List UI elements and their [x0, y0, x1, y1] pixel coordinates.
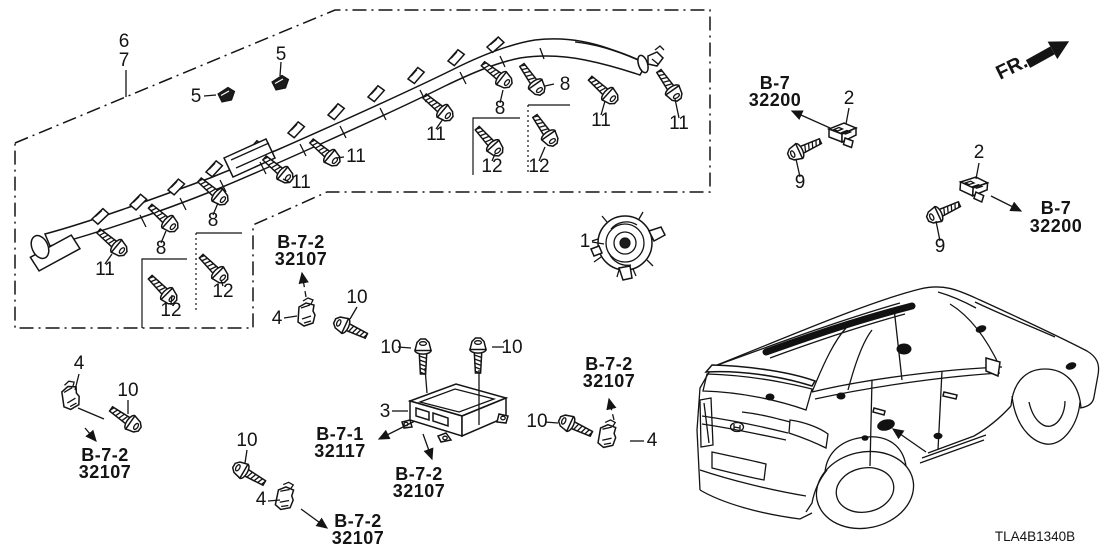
ref-b72-32107: 32107 — [393, 481, 446, 501]
bolt-10 — [105, 401, 146, 437]
callout-10: 10 — [117, 380, 138, 401]
callout-8: 8 — [208, 210, 219, 231]
callout-10: 10 — [346, 287, 367, 308]
callout-6: 6 — [119, 31, 130, 52]
reference-labels: B-7 32200 B-7 32200 B-7-2 32107 B-7-2 32… — [79, 73, 1083, 548]
ref-b72-32107: B-7-2 — [585, 354, 633, 374]
fr-label: FR. — [993, 51, 1032, 85]
callout-12: 12 — [212, 281, 233, 302]
ref-b72-32107: 32107 — [583, 371, 636, 391]
ref-b72-32107: 32107 — [275, 249, 328, 269]
detail-boxes — [141, 104, 570, 328]
callout-1: 1 — [580, 231, 591, 252]
callout-4: 4 — [74, 353, 85, 374]
ref-b72-32107: B-7-2 — [81, 445, 129, 465]
bolt-12 — [527, 110, 563, 151]
ref-b7-32200: 32200 — [749, 90, 802, 110]
callout-10: 10 — [526, 411, 547, 432]
ref-b72-32107: 32107 — [332, 528, 385, 548]
clip-5-b — [271, 74, 290, 91]
side-sensor-4 — [58, 379, 83, 412]
ref-b72-32107: B-7-2 — [277, 232, 325, 252]
callout-9: 9 — [795, 172, 806, 193]
callout-11: 11 — [426, 124, 446, 145]
callout-labels: 6 7 5 5 8 8 8 8 11 11 11 11 11 11 12 12 … — [74, 31, 985, 510]
ref-b71-32117: B-7-1 — [316, 424, 364, 444]
callout-5: 5 — [191, 86, 202, 107]
callout-11: 11 — [591, 110, 611, 131]
callout-7: 7 — [119, 50, 130, 71]
phantom-outline — [14, 9, 711, 329]
ref-b72-32107: B-7-2 — [334, 511, 382, 531]
callout-12: 12 — [160, 300, 181, 321]
impact-sensor-2 — [828, 122, 857, 149]
side-sensor-4 — [596, 418, 619, 450]
side-sensor-4 — [274, 480, 297, 512]
diagram-code: TLA4B1340B — [995, 529, 1075, 544]
callout-4: 4 — [647, 430, 658, 451]
bolt-11 — [651, 65, 687, 106]
callout-2: 2 — [974, 142, 985, 163]
side-sensor-4 — [297, 297, 316, 327]
clip-5-a — [217, 86, 236, 103]
reference-arrows — [77, 110, 1023, 529]
bolt-11 — [418, 88, 458, 126]
callout-8: 8 — [495, 98, 506, 119]
bolt-9 — [923, 195, 964, 227]
bolt-11 — [583, 71, 623, 109]
callout-8: 8 — [560, 74, 571, 95]
callout-10: 10 — [380, 337, 401, 358]
callout-9: 9 — [935, 236, 946, 257]
callout-11: 11 — [95, 259, 115, 280]
bolt-10 — [414, 338, 432, 376]
bolt-10 — [229, 457, 270, 491]
callout-2: 2 — [844, 88, 855, 109]
bolt-9 — [784, 132, 825, 164]
bolt-10 — [555, 411, 596, 443]
srs-unit — [401, 383, 509, 443]
ref-b7-32200: B-7 — [760, 73, 791, 93]
bolt-12 — [470, 121, 508, 161]
ref-b7-32200: 32200 — [1030, 216, 1083, 236]
callout-5: 5 — [276, 44, 287, 65]
sensor-location-dots — [765, 325, 1077, 441]
bolt-8 — [514, 59, 550, 100]
callout-4: 4 — [256, 489, 267, 510]
callout-11: 11 — [669, 113, 689, 134]
callout-10: 10 — [501, 337, 522, 358]
callout-10: 10 — [236, 430, 257, 451]
curtain-airbag-location-band — [762, 302, 916, 356]
leader-lines — [74, 61, 980, 502]
callout-8: 8 — [156, 238, 167, 259]
fr-direction-arrow — [1025, 41, 1070, 68]
ref-b7-32200: B-7 — [1041, 198, 1072, 218]
callout-11: 11 — [346, 146, 366, 167]
callout-11: 11 — [291, 172, 311, 193]
callout-3: 3 — [380, 401, 391, 422]
callout-12: 12 — [481, 156, 502, 177]
ref-b72-32107: 32107 — [79, 462, 132, 482]
impact-sensor-2 — [958, 175, 989, 204]
bolt-10 — [469, 337, 487, 375]
cable-reel — [590, 211, 666, 281]
vehicle-illustration — [696, 286, 1100, 530]
callout-4: 4 — [272, 308, 283, 329]
ref-b71-32117: 32117 — [314, 441, 366, 461]
ref-b72-32107: B-7-2 — [395, 464, 443, 484]
curtain-airbag-assembly — [29, 35, 665, 272]
callout-12: 12 — [528, 156, 549, 177]
